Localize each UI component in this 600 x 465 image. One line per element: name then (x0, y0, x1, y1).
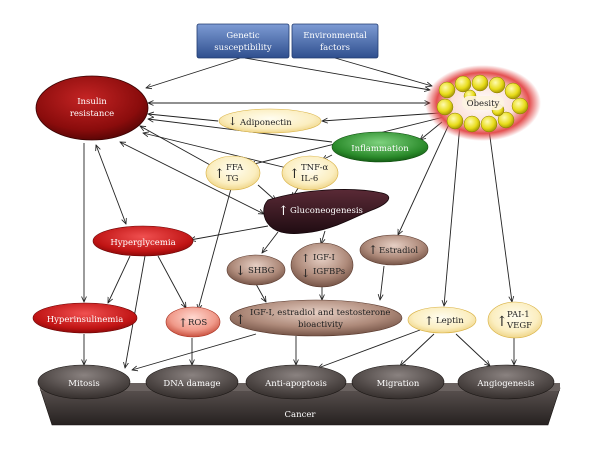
estradiol-node: ↑ Estradiol (359, 234, 429, 266)
pai-vegf-node: ↑ PAI-1 VEGF (487, 301, 543, 339)
gluconeogenesis-label: Gluconeogenesis (290, 206, 363, 216)
arrow-obesity-adiponectin (322, 112, 441, 121)
arrow-leptin-angiogenesis (455, 333, 490, 366)
arrow-hyperglycemia-ros (157, 255, 186, 308)
outcome-angiogenesis: Angiogenesis (457, 364, 555, 400)
arrow-obesity-leptin (444, 123, 461, 306)
pai1-label: PAI-1 (507, 310, 530, 320)
insulin-resistance-node: Insulin resistance (35, 75, 149, 141)
shbg-label: SHBG (248, 266, 275, 276)
outcome-label: DNA damage (163, 379, 220, 389)
arrow-obesity-estradiol (398, 121, 451, 235)
environmental-line2: factors (320, 43, 350, 53)
outcome-label: Angiogenesis (476, 379, 534, 389)
shbg-node: ↓ SHBG (226, 254, 286, 286)
hyperglycemia-label: Hyperglycemia (110, 238, 175, 248)
igf1-label: IGF-I (313, 253, 335, 263)
hyperglycemia-node: Hyperglycemia (92, 225, 194, 257)
arrow-estradiol-bio (380, 265, 385, 300)
ffa-tg-node: ↑ FFA TG (205, 155, 261, 191)
bioactivity-line1: IGF-I, estradiol and testosterone (250, 308, 390, 318)
inflammation-label: Inflammation (351, 144, 409, 154)
insulin-line1: Insulin (77, 97, 107, 107)
adiponectin-label: Adiponectin (239, 118, 292, 128)
up-arrow-icon: ↑ (368, 243, 378, 257)
arrow-genetic-obesity (244, 57, 430, 90)
up-arrow-icon: ↑ (178, 316, 188, 330)
tnf-label: TNF-α (301, 163, 328, 173)
arrow-insulin-gluco-bidir (120, 142, 264, 214)
fat-cells-icon (436, 74, 529, 133)
genetic-line1: Genetic (226, 31, 259, 41)
environmental-factors-box: Environmental factors (291, 23, 379, 59)
igfbps-label: IGFBPs (313, 267, 345, 277)
liver-node: ↑ Gluconeogenesis (263, 189, 390, 234)
outcome-label: Mitosis (68, 379, 99, 389)
arrow-hyperglycemia-hyperinsulinemia (108, 255, 131, 303)
bioactivity-node: ↑ IGF-I, estradiol and testosterone bioa… (229, 299, 403, 337)
arrow-leptin-migration (400, 333, 435, 366)
genetic-line2: susceptibility (214, 43, 272, 53)
obesity-node: Obesity (425, 65, 541, 141)
tg-label: TG (226, 174, 239, 184)
hyperinsulinemia-node: Hyperinsulinemia (32, 302, 138, 334)
liver-icon (263, 189, 390, 234)
arrow-liver-igf (321, 230, 326, 244)
obesity-label: Obesity (467, 99, 500, 109)
vegf-label: VEGF (506, 321, 532, 331)
inflammation-node: Inflammation (331, 131, 429, 163)
up-arrow-icon: ↑ (496, 314, 508, 330)
arrow-genetic-insulin (146, 57, 241, 88)
arrow-hyperglycemia-mitosis (125, 255, 146, 368)
ffa-label: FFA (226, 163, 244, 173)
arrow-ffa-ros (198, 184, 233, 310)
up-arrow-icon: ↑ (278, 204, 289, 219)
tnf-il6-node: ↑ TNF-α IL-6 (281, 155, 339, 191)
genetic-susceptibility-box: Genetic susceptibility (196, 23, 290, 59)
environmental-line1: Environmental (303, 31, 367, 41)
estradiol-label: Estradiol (379, 246, 418, 256)
down-arrow-icon: ↓ (301, 267, 310, 280)
arrows (84, 57, 514, 370)
arrow-liver-shbg (262, 231, 279, 253)
up-arrow-icon: ↑ (235, 313, 246, 328)
arrow-adiponectin-insulin (148, 114, 219, 122)
ros-label: ROS (188, 318, 207, 328)
up-arrow-icon: ↑ (214, 167, 225, 182)
up-arrow-icon: ↑ (289, 167, 300, 182)
outcome-anti-apoptosis: Anti-apoptosis (245, 364, 347, 400)
arrow-environment-obesity (334, 57, 432, 86)
outcome-dna-damage: DNA damage (145, 364, 239, 400)
ros-node: ↑ ROS (165, 306, 221, 338)
arrow-gluco-hyperglycemia (190, 225, 269, 240)
igf-node: ↑ ↓ IGF-I IGFBPs (290, 242, 354, 288)
arrow-bio-mitosis (132, 333, 257, 370)
arrow-shbg-bio (255, 283, 266, 302)
outcome-migration: Migration (351, 364, 445, 400)
arrow-insulin-hyperglycemia (96, 145, 126, 224)
leptin-label: Leptin (436, 316, 464, 326)
adiponectin-node: ↓ Adiponectin (218, 108, 322, 134)
hyperinsulinemia-label: Hyperinsulinemia (47, 315, 124, 325)
arrow-obesity-pai (487, 121, 512, 302)
insulin-line2: resistance (70, 109, 114, 119)
arrow-ffa-insulin (140, 126, 213, 167)
cancer-label: Cancer (285, 410, 317, 420)
outcomes: Mitosis DNA damage Anti-apoptosis Migrat… (37, 364, 555, 400)
arrow-leptin-antiapoptosis (318, 329, 421, 368)
outcome-label: Migration (377, 379, 420, 389)
leptin-node: ↑ Leptin (407, 306, 477, 334)
outcome-mitosis: Mitosis (37, 364, 131, 400)
il6-label: IL-6 (301, 174, 318, 184)
up-arrow-icon: ↑ (424, 314, 434, 328)
up-arrow-icon: ↑ (301, 252, 310, 265)
down-arrow-icon: ↓ (228, 115, 237, 128)
down-arrow-icon: ↓ (235, 264, 246, 279)
bioactivity-line2: bioactivity (298, 320, 343, 330)
outcome-label: Anti-apoptosis (264, 379, 327, 389)
